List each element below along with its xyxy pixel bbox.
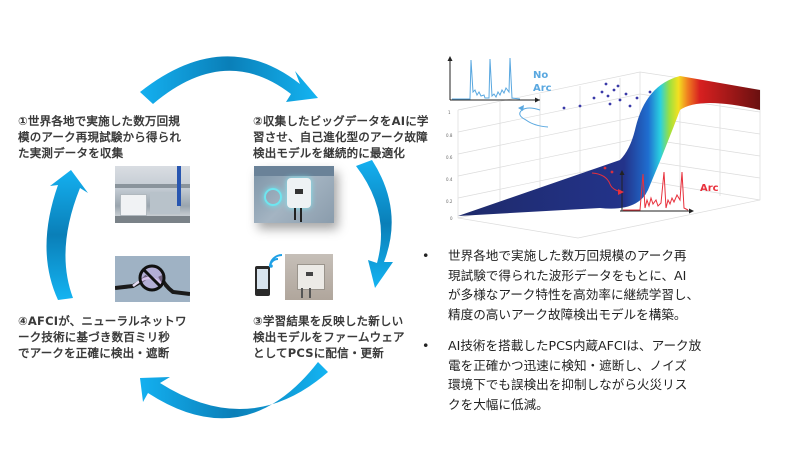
bullet-item: • AI技術を搭載したPCS内蔵AFCIは、アーク放 電を正確かつ迅速に検知・遮… [420, 336, 800, 414]
bullet-line: クを大幅に低減。 [448, 396, 549, 412]
arc-waveform [591, 170, 694, 214]
no-arc-label-line1: No [533, 70, 548, 81]
step-1-line: 模のアーク再現試験から得られ [18, 130, 182, 144]
lab-photo [115, 166, 190, 223]
cycle-arrows [46, 56, 393, 419]
svg-text:0: 0 [450, 216, 453, 221]
bullet-line: 現試験で得られた波形データをもとに、AI [448, 267, 687, 283]
arc-points [603, 166, 614, 174]
svg-text:1: 1 [448, 110, 451, 115]
arc-classification-figure: 1 0.8 0.6 0.4 0.2 0 No Arc Arc [446, 56, 761, 239]
bullet-line: が多様なアーク特性を高効率に継続学習し、 [448, 287, 700, 302]
probability-surface [458, 76, 760, 216]
step-2-line: ②収集したビッグデータをAIに学 [253, 114, 429, 128]
arrow-right [356, 160, 393, 288]
bullet-marker: • [422, 338, 430, 353]
step-3-line: 検出モデルをファームウェア [253, 330, 405, 344]
step-4-line: でアークを正確に検出・遮断 [18, 346, 170, 360]
arrow-left [46, 170, 88, 300]
bullet-item: • 世界各地で実施した数万回規模のアーク再 現試験で得られた波形データをもとに、… [420, 246, 800, 324]
inverter-ai-photo [254, 166, 334, 223]
smartphone-icon [255, 266, 270, 296]
summary-bullets: • 世界各地で実施した数万回規模のアーク再 現試験で得られた波形データをもとに、… [420, 246, 800, 426]
arrow-bottom [140, 362, 328, 419]
step-2-line: 習させ、自己進化型のアーク故障 [253, 130, 428, 144]
bullet-line: AI技術を搭載したPCS内蔵AFCIは、アーク放 [448, 338, 702, 353]
pcs-installed-photo [285, 254, 333, 300]
bullet-line: 世界各地で実施した数万回規模のアーク再 [448, 248, 687, 263]
step-4-line: ④AFCIが、ニューラルネットワ [18, 314, 187, 328]
arc-prohibited-photo [115, 256, 190, 302]
wifi-icon [269, 254, 283, 268]
step-4-text: ④AFCIが、ニューラルネットワ ーク技術に基づき数百ミリ秒 でアークを正確に検… [18, 313, 187, 361]
data-points [562, 82, 652, 110]
step-3-line: としてPCSに配信・更新 [253, 346, 384, 360]
no-arc-waveform [447, 56, 549, 128]
step-2-line: 検出モデルを継続的に最適化 [253, 146, 406, 160]
arrow-top [140, 56, 318, 104]
svg-text:0.2: 0.2 [446, 199, 453, 204]
bullet-line: 環境下でも誤検出を抑制しながら火災リス [448, 377, 688, 392]
step-2-text: ②収集したビッグデータをAIに学 習させ、自己進化型のアーク故障 検出モデルを継… [253, 113, 429, 161]
svg-text:0.4: 0.4 [446, 177, 453, 182]
step-3-line: ③学習結果を反映した新しい [253, 314, 404, 328]
arc-label: Arc [700, 183, 719, 194]
plot-grid [457, 71, 761, 239]
bullet-line: 精度の高いアーク故障検出モデルを構築。 [448, 306, 687, 322]
bullet-line: 電を正確かつ迅速に検知・遮断し、ノイズ [448, 357, 687, 373]
step-1-line: た実測データを収集 [18, 146, 124, 160]
step-4-line: ーク技術に基づき数百ミリ秒 [18, 330, 171, 344]
step-1-text: ①世界各地で実施した数万回規 模のアーク再現試験から得られ た実測データを収集 [18, 113, 181, 161]
bullet-marker: • [422, 248, 430, 263]
svg-text:0.6: 0.6 [446, 155, 453, 160]
no-arc-icon [115, 264, 190, 296]
step-3-text: ③学習結果を反映した新しい 検出モデルをファームウェア としてPCSに配信・更新 [253, 313, 405, 361]
svg-text:0.8: 0.8 [446, 133, 453, 138]
no-arc-label-line2: Arc [533, 83, 552, 94]
axis-ticks: 1 0.8 0.6 0.4 0.2 0 [446, 110, 453, 221]
step-1-line: ①世界各地で実施した数万回規 [18, 114, 181, 128]
